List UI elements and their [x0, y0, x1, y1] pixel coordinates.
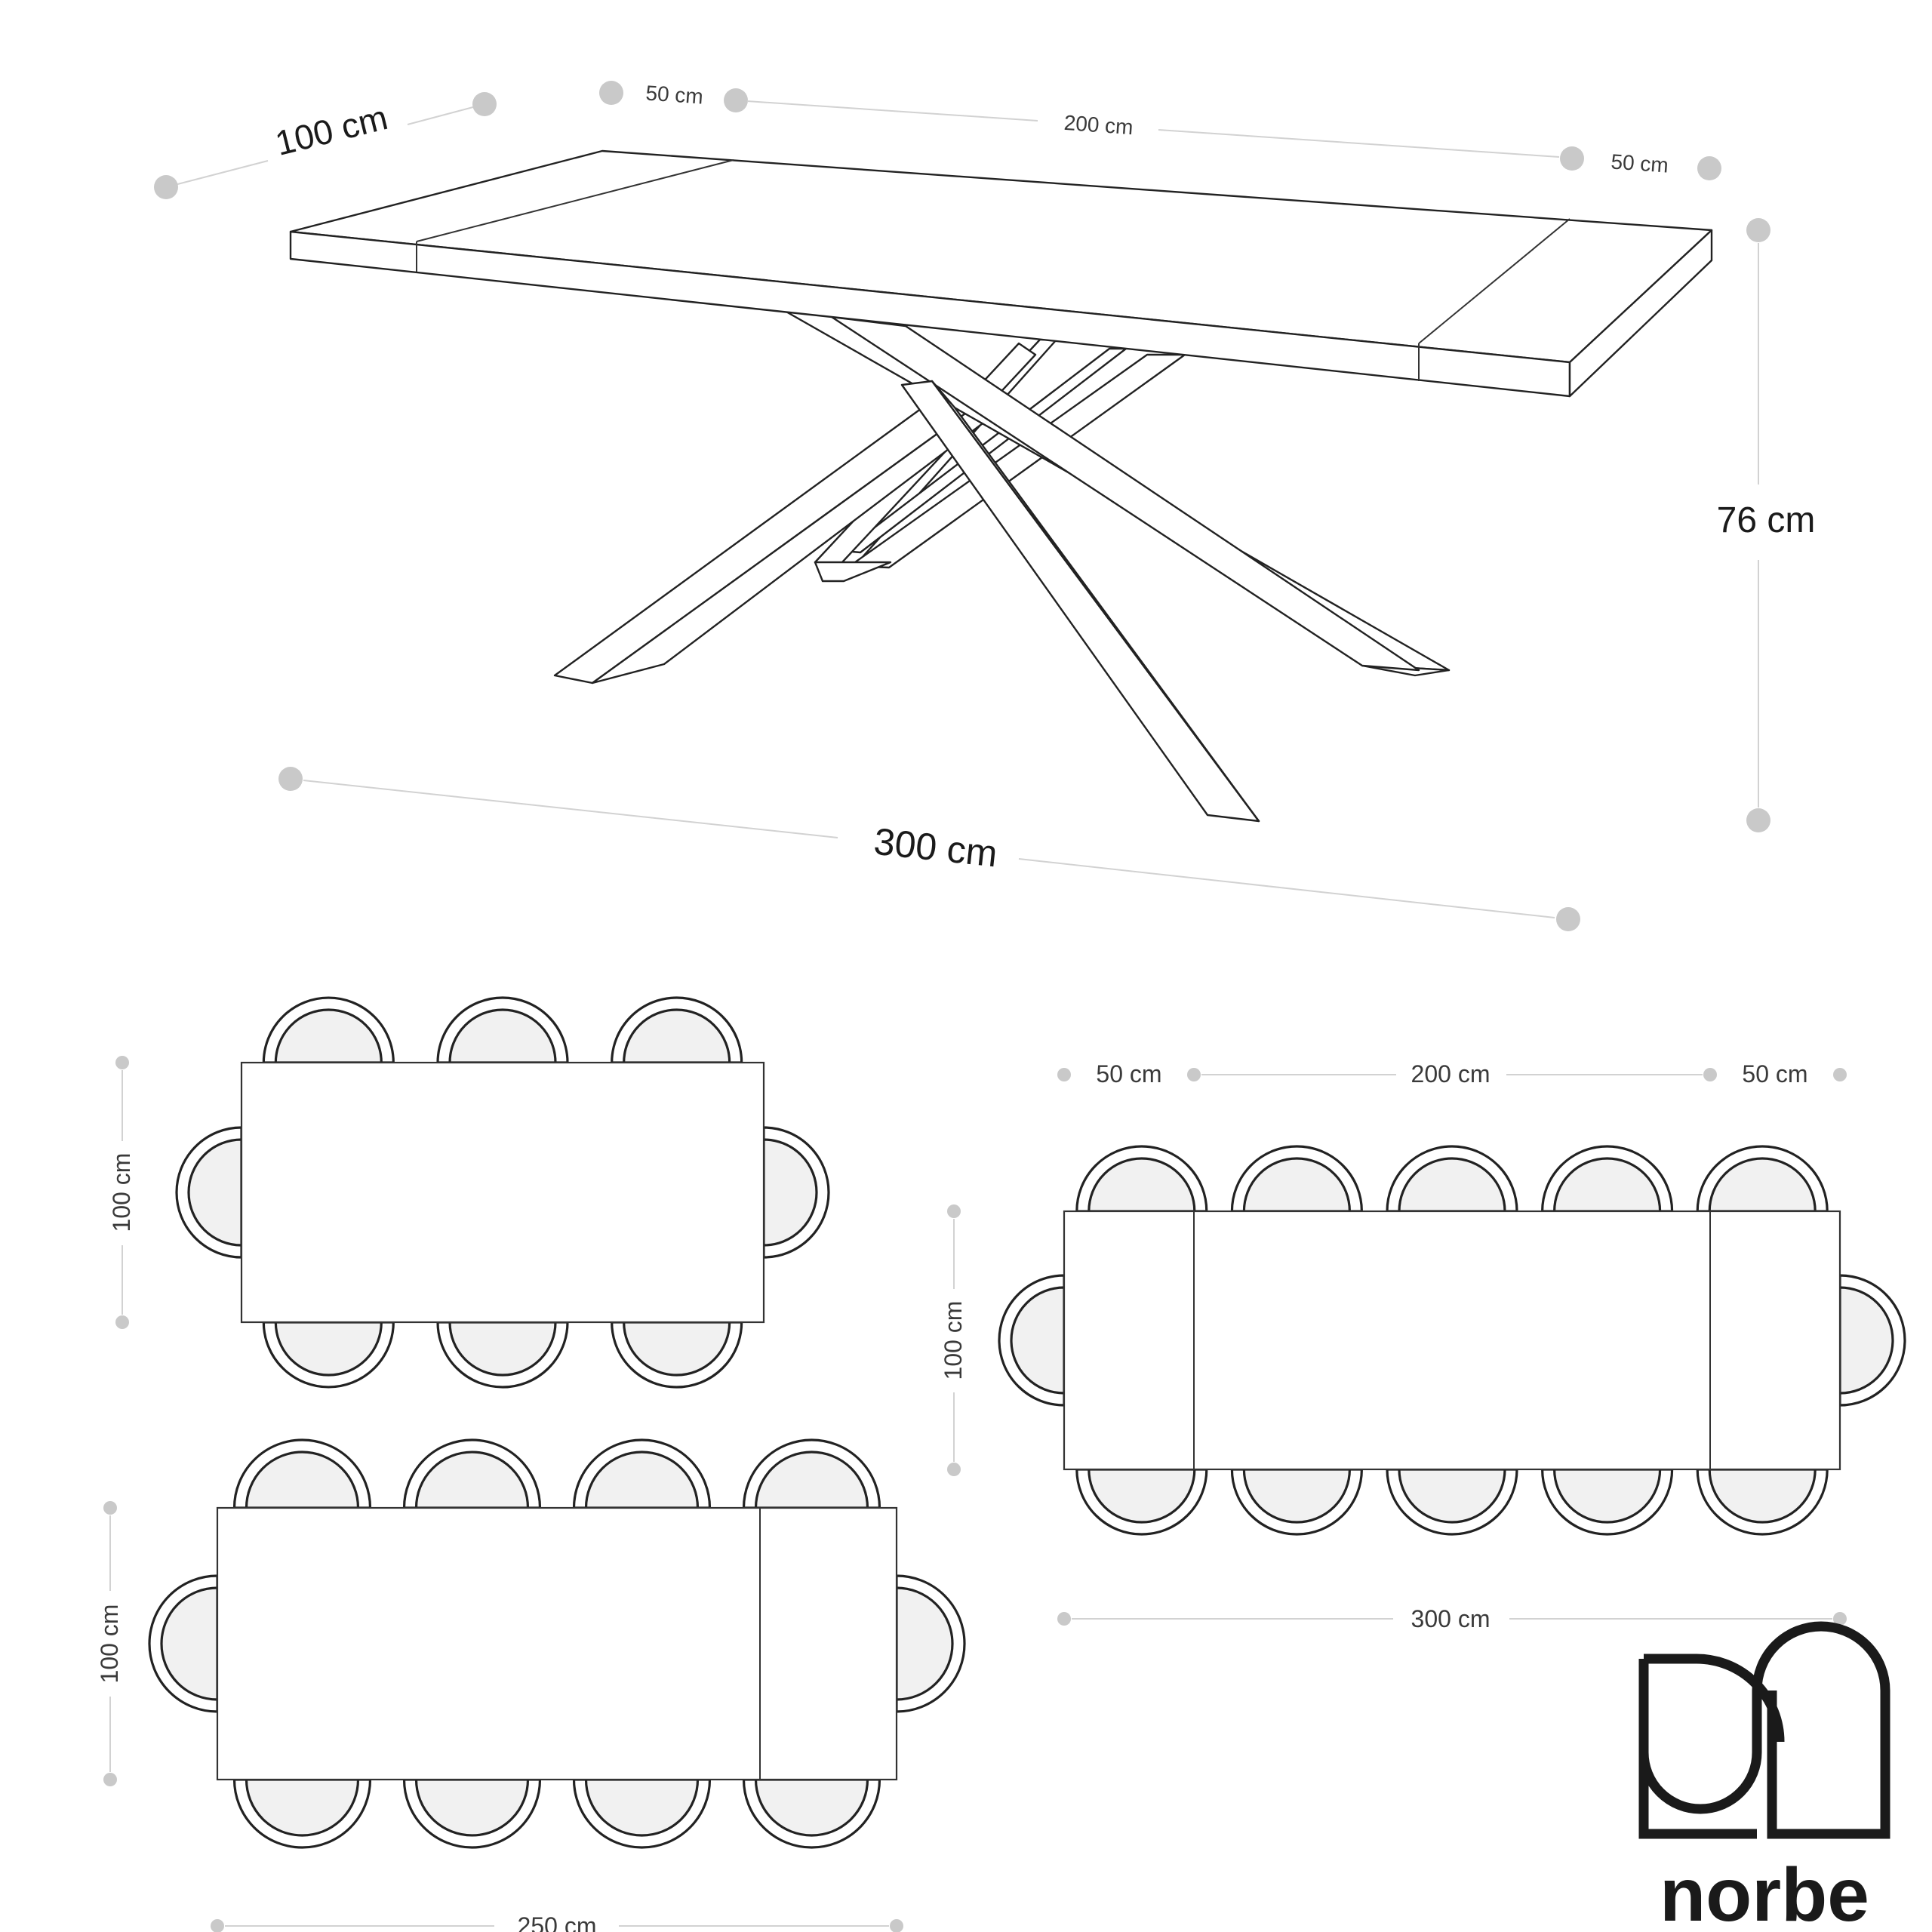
table-top: [289, 149, 1713, 398]
perspective-view: 100 cm 50 cm 200 cm 50 cm 76 cm: [154, 81, 1815, 931]
plan-300-chairs: [998, 1145, 1906, 1536]
dimension-height: 76 cm: [1717, 218, 1816, 832]
plan-300-center-label: 200 cm: [1411, 1060, 1491, 1088]
chair-bottom: [742, 1778, 881, 1849]
chair-top: [1386, 1145, 1518, 1213]
chair-bottom: [1075, 1468, 1208, 1536]
chair-top: [572, 1438, 712, 1509]
leg-front-left-inner: [591, 406, 990, 685]
chair-bottom: [436, 1321, 569, 1389]
chair-top: [262, 996, 395, 1064]
chair-end-right: [762, 1126, 830, 1259]
chair-bottom: [232, 1778, 372, 1849]
plan-200-dimension-depth: 100 cm: [108, 1056, 135, 1329]
chair-end-right: [895, 1574, 966, 1713]
chair-bottom: [1540, 1468, 1674, 1536]
plan-300-ext-right-label: 50 cm: [1742, 1060, 1807, 1088]
chair-top: [611, 996, 743, 1064]
plan-250-dimension-depth: 100 cm: [96, 1501, 123, 1786]
chair-bottom: [611, 1321, 743, 1389]
chair-bottom: [1696, 1468, 1829, 1536]
dimension-depth: 100 cm: [154, 92, 497, 199]
height-label: 76 cm: [1717, 500, 1816, 540]
leg-back-left-slat: [848, 353, 1186, 569]
top-seam-left: [416, 159, 734, 242]
chair-bottom: [572, 1778, 712, 1849]
plan-300-table: [1063, 1210, 1841, 1471]
total-length-label: 300 cm: [872, 820, 999, 875]
plan-250-chairs: [148, 1438, 966, 1849]
chair-top: [1540, 1145, 1674, 1213]
norbe-monogram-icon: [1638, 1621, 1890, 1839]
plan-200-table: [240, 1061, 765, 1324]
chair-bottom: [262, 1321, 395, 1389]
chair-top: [742, 1438, 881, 1509]
brand-wordmark: norbe: [1660, 1853, 1869, 1932]
chair-bottom: [402, 1778, 542, 1849]
plan-250-depth-label: 100 cm: [96, 1604, 123, 1684]
chair-end-left: [148, 1574, 219, 1713]
leg-foot-back: [814, 561, 892, 583]
plan-200-depth-label: 100 cm: [108, 1153, 135, 1232]
brand: norbe: [1638, 1621, 1890, 1932]
plan-250: 100 cm 250 cm: [96, 1438, 966, 1932]
plan-300-dimension-depth: 100 cm: [940, 1204, 967, 1476]
chair-top: [402, 1438, 542, 1509]
chair-end-left: [998, 1274, 1066, 1407]
plan-200: 100 cm: [108, 996, 830, 1389]
center-label: 200 cm: [1063, 111, 1134, 139]
plan-300-depth-label: 100 cm: [940, 1301, 967, 1380]
depth-label: 100 cm: [272, 97, 392, 163]
plan-300-dimension-top: 50 cm 200 cm 50 cm: [1057, 1060, 1847, 1088]
chair-end-left: [175, 1126, 243, 1259]
leg-front-center-inner: [931, 380, 1260, 823]
chair-end-right: [1838, 1274, 1906, 1407]
table-top-right-edge: [1568, 229, 1713, 398]
chair-top: [232, 1438, 372, 1509]
ext-left-label: 50 cm: [645, 81, 704, 108]
plan-300: 50 cm 200 cm 50 cm 100 cm 300 cm: [940, 1060, 1906, 1632]
top-seam-right: [1418, 218, 1571, 344]
plan-250-dimension-length: 250 cm: [211, 1912, 903, 1932]
plan-250-table: [216, 1506, 898, 1781]
plan-250-length-label: 250 cm: [518, 1912, 597, 1932]
plan-200-chairs: [175, 996, 830, 1389]
dimension-top-length: 50 cm 200 cm 50 cm: [599, 81, 1721, 180]
chair-bottom: [1386, 1468, 1518, 1536]
chair-top: [1696, 1145, 1829, 1213]
ext-right-label: 50 cm: [1611, 149, 1669, 177]
chair-top: [436, 996, 569, 1064]
plan-300-ext-left-label: 50 cm: [1096, 1060, 1161, 1088]
chair-top: [1075, 1145, 1208, 1213]
table-legs: [553, 309, 1451, 823]
plan-300-length-label: 300 cm: [1411, 1605, 1491, 1632]
chair-top: [1230, 1145, 1364, 1213]
dimension-total-length: 300 cm: [278, 767, 1580, 931]
chair-bottom: [1230, 1468, 1364, 1536]
plan-300-dimension-length: 300 cm: [1057, 1605, 1847, 1632]
